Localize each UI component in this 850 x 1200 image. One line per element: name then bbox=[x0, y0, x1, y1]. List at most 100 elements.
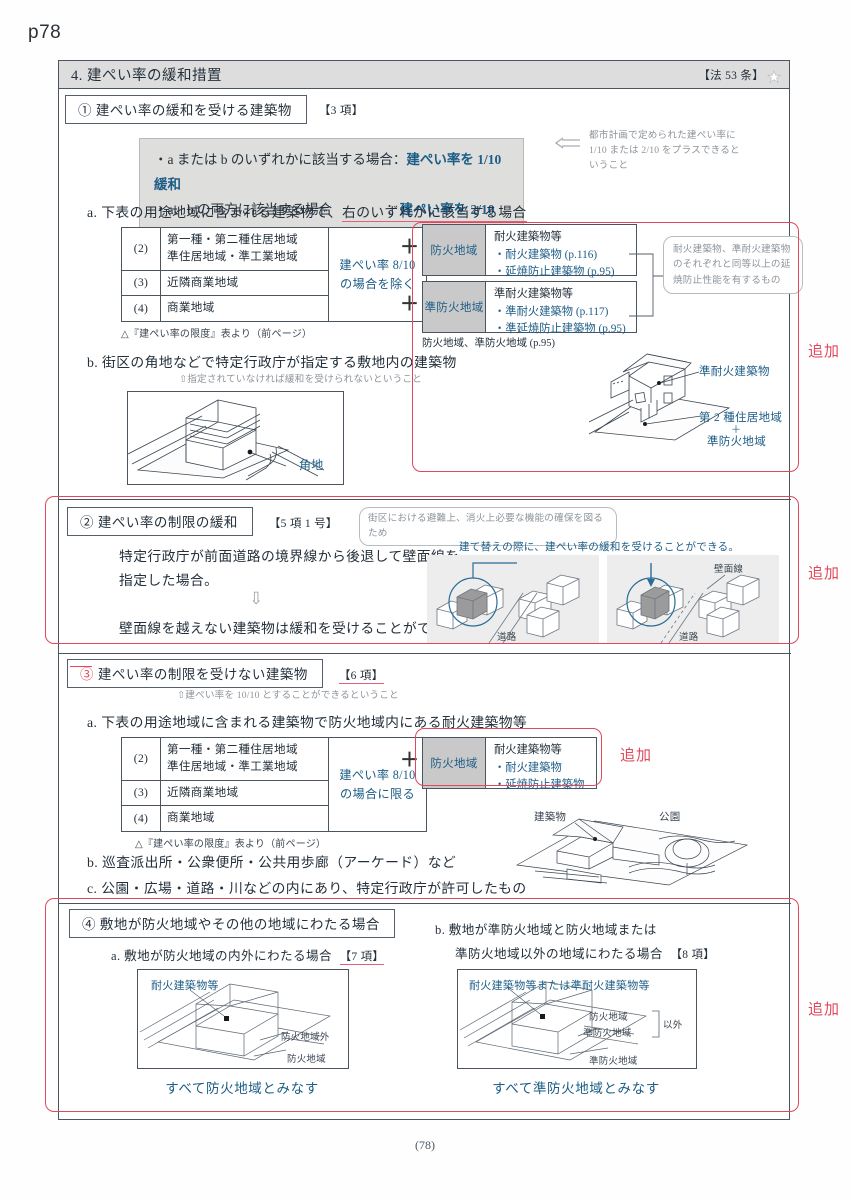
annotation-rule-sub3 bbox=[70, 666, 92, 667]
sub3-zoning-table-wrap: (2) 第一種・第二種住居地域準住居地域・準工業地域 建ぺい率 8/10 の場合… bbox=[121, 736, 427, 851]
down-arrow-icon: ⇩ bbox=[249, 589, 264, 608]
sub3-table-caption: △『建ぺい率の限度』表より（前ページ） bbox=[135, 839, 327, 851]
sub4-right-illus-label-3: 以外 bbox=[663, 1021, 683, 1031]
fire-block-1: 防火地域 耐火建築物等 ・耐火建築物 (p.116) ・延焼防止建築物 (p.9… bbox=[422, 224, 637, 278]
wall-line-illustration-before bbox=[427, 555, 599, 643]
fire-block-1-item-0: ・耐火建築物 (p.116) bbox=[494, 248, 598, 261]
sub1-table-caption: △『建ぺい率の限度』表より（前ページ） bbox=[121, 329, 313, 341]
sub3-header-row: ③ ③ 建ぺい率の制限を受けない建築物建ぺい率の制限を受けない建築物 【6 項】 bbox=[67, 659, 384, 688]
house-label-top: 準耐火建築物 bbox=[699, 366, 770, 378]
sub4-right-title-line2: 準防火地域以外の地域にわたる場合 【8 項】 bbox=[455, 943, 715, 962]
park-building-label: 建築物 bbox=[534, 812, 567, 823]
fire-block-2-item-1: ・準延焼防止建築物 (p.95) bbox=[494, 323, 626, 335]
table-row: (4) 商業地域 bbox=[121, 805, 427, 833]
brace-icon bbox=[651, 1009, 661, 1039]
row-no: (4) bbox=[121, 805, 161, 833]
item-a-text-pre: a. 下表の用途地域に含まれる建築物で、 bbox=[87, 205, 343, 220]
row-name: 商業地域 bbox=[160, 805, 329, 833]
sub3-fire-title: 耐火建築物等 bbox=[494, 744, 562, 756]
sub4-right-caption: すべて準防火地域とみなす bbox=[492, 1081, 660, 1096]
park-illustration bbox=[509, 809, 759, 889]
sub3-zoning-table: (2) 第一種・第二種住居地域準住居地域・準工業地域 建ぺい率 8/10 の場合… bbox=[121, 736, 427, 833]
star-icon bbox=[767, 69, 781, 84]
sub2-clause: 【5 項 1 号】 bbox=[268, 518, 338, 530]
annotation-frame-3 bbox=[415, 728, 602, 786]
sub3-fire-label: 防火地域 bbox=[423, 738, 486, 788]
left-arrow-icon bbox=[554, 137, 580, 149]
section-header: 4. 建ぺい率の緩和措置 【法 53 条】 bbox=[59, 61, 789, 89]
rate-note: 建ぺい率 8/10 の場合を除く bbox=[328, 226, 427, 323]
row-name: 第一種・第二種住居地域準住居地域・準工業地域 bbox=[160, 737, 329, 781]
sub3-item-b-text: b. 巡査派出所・公衆便所・公共用歩廊（アーケード）など bbox=[87, 855, 457, 870]
corner-lot-illustration bbox=[127, 391, 344, 485]
park-label: 公園 bbox=[659, 812, 681, 823]
house-label-bottom-1: 第 2 種住居地域 bbox=[699, 412, 783, 424]
page-label: p78 bbox=[28, 22, 62, 43]
row-no: (2) bbox=[121, 227, 161, 271]
fire-block-2-item-0: ・準耐火建築物 (p.117) bbox=[494, 305, 609, 318]
table-row: (3) 近隣商業地域 bbox=[121, 269, 427, 297]
sub4-right-illus-label-1: 防火地域 bbox=[589, 1013, 628, 1023]
section-title: 4. 建ぺい率の緩和措置 bbox=[71, 68, 222, 84]
divider-2 bbox=[59, 653, 791, 654]
plus-icon: ＋ bbox=[400, 237, 420, 258]
house-illustration bbox=[589, 336, 774, 446]
rate-note: 建ぺい率 8/10 の場合に限る bbox=[328, 736, 427, 833]
sub1-item-b-text: b. 街区の角地などで特定行政庁が指定する敷地内の建築物 bbox=[87, 355, 457, 370]
sub4-left-caption: すべて防火地域とみなす bbox=[165, 1081, 319, 1096]
sub4-left-illus-label-2: 防火地域 bbox=[287, 1055, 326, 1065]
table-row: (4) 商業地域 bbox=[121, 295, 427, 323]
corner-lot-label: 角地 bbox=[299, 458, 324, 472]
fire-block-1-item-1: ・延焼防止建築物 (p.95) bbox=[494, 266, 615, 278]
section-law-ref: 【法 53 条】 bbox=[698, 69, 764, 82]
sub2-body-line1: 特定行政庁が前面道路の境界線から後退して壁面線を bbox=[119, 549, 460, 564]
row-no: (2) bbox=[121, 737, 161, 781]
annotation-label-4: 追加 bbox=[808, 1001, 841, 1018]
sub1-item-b-note: ⇧指定されていなければ緩和を受けられないということ bbox=[179, 374, 422, 385]
row-name: 近隣商業地域 bbox=[160, 269, 329, 297]
house-label-plus: ＋ bbox=[731, 425, 742, 436]
sub4-right-title-text: 準防火地域以外の地域にわたる場合 bbox=[455, 947, 663, 961]
sub1-header-row: ① 建ぺい率の緩和を受ける建築物 【3 項】 bbox=[59, 89, 789, 124]
sub2-road-label-left: 道路 bbox=[497, 633, 517, 643]
annotation-label-3: 追加 bbox=[620, 747, 653, 764]
fire-block-1-title: 耐火建築物等 bbox=[494, 231, 562, 243]
sub2-body-line2: 指定した場合。 bbox=[119, 573, 219, 588]
fire-block-2-label: 準防火地域 bbox=[423, 282, 486, 332]
sub4-left-title-text: a. 敷地が防火地域の内外にわたる場合 bbox=[111, 949, 332, 963]
sub3-note: ⇧建ぺい率を 10/10 とすることができるということ bbox=[177, 690, 399, 701]
sub2-header-row: ② 建ぺい率の制限の緩和 【5 項 1 号】 bbox=[67, 507, 338, 536]
fire-footnote: 防火地域、準防火地域 (p.95) bbox=[422, 338, 555, 349]
rate-note-line2: の場合に限る bbox=[340, 786, 415, 801]
row-no: (3) bbox=[121, 779, 161, 807]
worksheet-sheet: 4. 建ぺい率の緩和措置 【法 53 条】 ① 建ぺい率の緩和を受ける建築物 【… bbox=[58, 60, 803, 1120]
annotation-frame-4 bbox=[45, 898, 799, 1112]
rate-note-line1: 建ぺい率 8/10 bbox=[339, 768, 416, 783]
annotation-label-1: 追加 bbox=[808, 343, 841, 360]
page-footer: (78) bbox=[415, 1138, 435, 1152]
row-no: (4) bbox=[121, 295, 161, 323]
row-name: 近隣商業地域 bbox=[160, 779, 329, 807]
sub1-item-a-text: a. 下表の用途地域に含まれる建築物で、右のいずれかに該当する場合 bbox=[87, 201, 527, 222]
sub3-heading: ③ ③ 建ぺい率の制限を受けない建築物建ぺい率の制限を受けない建築物 bbox=[67, 659, 323, 688]
sub4-heading: ④ 敷地が防火地域やその他の地域にわたる場合 bbox=[69, 909, 395, 938]
rule-line1-pre: ・a または b のいずれかに該当する場合： bbox=[154, 152, 407, 167]
fire-block-1-label: 防火地域 bbox=[423, 225, 486, 275]
sub4-left-illus-label-top: 耐火建築物等 bbox=[151, 980, 219, 992]
sub2-illus-caption: 建て替えの際に、建ぺい率の緩和を受けることができる。 bbox=[459, 542, 740, 553]
plus-icon: ＋ bbox=[400, 294, 420, 315]
sub2-wall-label: 壁面線 bbox=[714, 565, 744, 575]
sub1-heading: ① 建ぺい率の緩和を受ける建築物 bbox=[65, 95, 307, 124]
sub4-right-clause: 【8 項】 bbox=[670, 949, 716, 961]
item-a-text-underline: 右のいずれかに該当する場合 bbox=[342, 205, 527, 222]
sub1-side-note: 都市計画で定められた建ぺい率に 1/10 または 2/10 をプラスできるという… bbox=[589, 130, 740, 171]
sub3-fire-block: 防火地域 耐火建築物等 ・耐火建築物 ・延焼防止建築物 bbox=[422, 737, 597, 791]
sub4-left-title: a. 敷地が防火地域の内外にわたる場合 【7 項】 bbox=[111, 945, 385, 965]
sub1-clause: 【3 項】 bbox=[318, 104, 364, 117]
sub2-bubble-note: 街区における避難上、消火上必要な機能の確保を図るため bbox=[359, 507, 617, 546]
plus-icon: ＋ bbox=[400, 750, 420, 771]
fire-block-2: 準防火地域 準耐火建築物等 ・準耐火建築物 (p.117) ・準延焼防止建築物 … bbox=[422, 281, 637, 335]
sub2-road-label-right: 道路 bbox=[679, 633, 699, 643]
annotation-frame-1 bbox=[412, 222, 799, 472]
sub4-right-title-line1: b. 敷地が準防火地域と防火地域または bbox=[435, 923, 657, 937]
